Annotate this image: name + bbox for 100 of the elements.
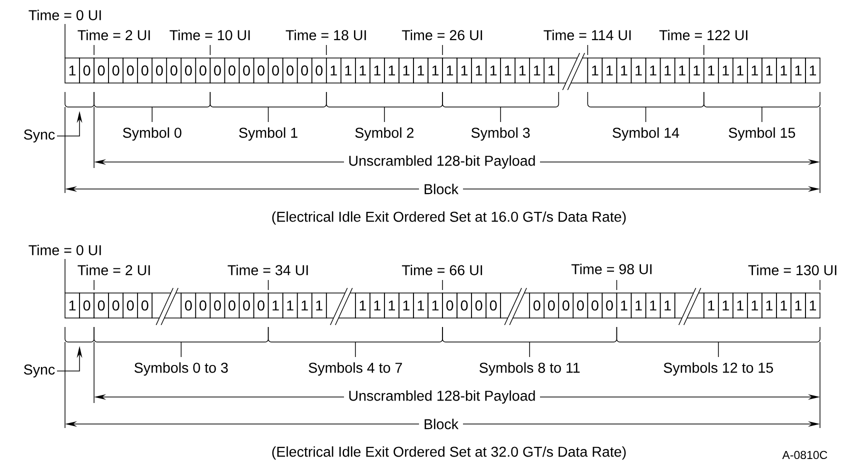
bit-cell: 1 (688, 58, 704, 84)
gap-cell (500, 292, 530, 318)
bit-cell: 0 (108, 292, 124, 318)
bit-cell: 1 (747, 58, 762, 84)
time-label: Time = 34 UI (228, 264, 308, 276)
brace (64, 92, 94, 108)
bit-cell: 1 (776, 292, 792, 318)
bit-cell: 1 (296, 292, 312, 318)
bit-cell: 0 (253, 58, 269, 84)
bit-cell: 1 (703, 292, 719, 318)
bit-cell: 0 (224, 292, 240, 318)
bit-cell: 0 (253, 292, 269, 318)
bit-cell: 1 (500, 58, 516, 84)
time-label: Time = 0 UI (28, 244, 101, 256)
bit-cell: 1 (370, 292, 385, 318)
symbol-label: Symbol 15 (728, 127, 796, 141)
bit-cell: 1 (544, 58, 560, 84)
time-label: Time = 10 UI (170, 30, 250, 40)
dimension-label: Block (424, 418, 458, 430)
bit-cell: 0 (79, 58, 94, 84)
bit-cell: 1 (645, 292, 661, 318)
bit-cell: 0 (442, 292, 458, 318)
bit-cell: 1 (340, 58, 356, 84)
bit-cell: 1 (442, 58, 458, 84)
callout-label: Sync (24, 364, 55, 378)
bit-cell: 1 (529, 58, 545, 84)
bit-cell: 1 (703, 58, 719, 84)
gap-cell (152, 292, 182, 318)
dimension-label: Unscrambled 128-bit Payload (349, 155, 535, 169)
bit-cell: 1 (370, 58, 385, 84)
bit-cell: 0 (79, 292, 94, 318)
bit-cell: 0 (195, 292, 211, 318)
bit-cell: 1 (602, 58, 618, 84)
symbol-label: Symbol 1 (239, 127, 298, 141)
time-label: Time = 2 UI (78, 30, 150, 40)
gap-cell (674, 292, 704, 318)
bit-cell: 1 (486, 58, 501, 84)
bit-cell: 1 (64, 58, 80, 84)
bit-cell: 1 (64, 292, 80, 318)
bit-cell: 1 (587, 58, 603, 84)
bit-cell: 0 (268, 58, 284, 84)
dimension-label: Block (424, 184, 458, 194)
bit-cell: 1 (384, 58, 400, 84)
bit-cell: 1 (660, 292, 676, 318)
bit-cell: 0 (486, 292, 501, 318)
bit-cell: 0 (122, 292, 138, 318)
bit-cell: 0 (238, 58, 254, 84)
bit-cell: 0 (282, 58, 298, 84)
bit-cell: 1 (616, 58, 632, 84)
bit-cell: 0 (137, 58, 152, 84)
bit-cell: 0 (558, 292, 574, 318)
caption: (Electrical Idle Exit Ordered Set at 16.0 GT/s Data Rate) (272, 211, 626, 225)
bit-cell: 1 (776, 58, 792, 84)
time-label: Time = 114 UI (544, 30, 631, 40)
symbol-label: Symbol 14 (612, 127, 680, 141)
bit-cell: 0 (572, 292, 588, 318)
figure-id: A-0810C (782, 450, 828, 460)
bit-cell: 1 (718, 292, 734, 318)
bit-cell: 0 (529, 292, 545, 318)
symbol-label: Symbol 0 (122, 127, 182, 141)
bit-cell: 1 (355, 292, 370, 318)
bit-cell: 1 (428, 58, 443, 84)
gap-cell (326, 292, 356, 318)
bit-cell: 1 (311, 292, 327, 318)
gap-cell (558, 58, 588, 84)
bit-cell: 1 (805, 58, 820, 84)
bit-cell: 1 (645, 58, 661, 84)
bit-cell: 1 (282, 292, 298, 318)
bit-cell: 1 (413, 58, 428, 84)
bit-cell: 0 (166, 58, 182, 84)
bit-cell: 0 (587, 292, 603, 318)
time-label: Time = 2 UI (78, 264, 150, 276)
bit-cell: 1 (762, 292, 777, 318)
bit-cell: 1 (384, 292, 400, 318)
bit-cell: 0 (152, 58, 168, 84)
bit-cell: 0 (456, 292, 472, 318)
bit-cell: 1 (326, 58, 342, 84)
bit-cell: 1 (805, 292, 820, 318)
bit-cell: 0 (471, 292, 486, 318)
bit-cell: 1 (790, 58, 806, 84)
bit-cell: 0 (602, 292, 618, 318)
bit-cell: 1 (355, 58, 370, 84)
bit-cell: 1 (747, 292, 762, 318)
bit-cell: 1 (616, 292, 632, 318)
time-label: Time = 122 UI (659, 30, 748, 40)
symbol-label: Symbols 4 to 7 (308, 362, 402, 376)
bit-cell: 0 (180, 58, 196, 84)
time-label: Time = 66 UI (402, 264, 482, 276)
bit-cell: 1 (514, 58, 530, 84)
symbol-label: Symbol 3 (471, 127, 530, 141)
caption: (Electrical Idle Exit Ordered Set at 32.0 GT/s Data Rate) (272, 446, 626, 460)
time-label: Time = 0 UI (28, 10, 101, 20)
symbol-label: Symbol 2 (355, 127, 414, 141)
bit-cell: 1 (630, 58, 646, 84)
bit-cell: 0 (180, 292, 196, 318)
bit-cell: 1 (268, 292, 284, 318)
bit-cell: 1 (398, 292, 414, 318)
symbol-label: Symbols 12 to 15 (664, 362, 773, 376)
bit-cell: 1 (398, 58, 414, 84)
time-label: Time = 130 UI (748, 264, 836, 276)
